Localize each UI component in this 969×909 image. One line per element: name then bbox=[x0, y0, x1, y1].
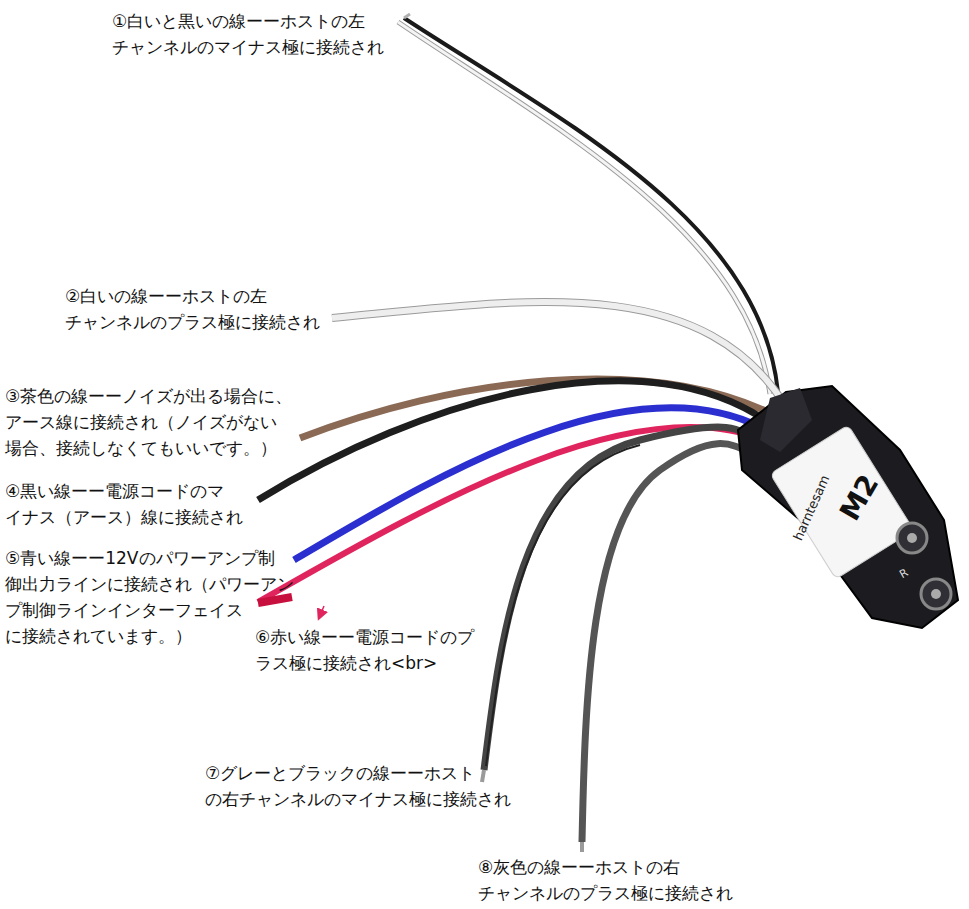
grey-wire bbox=[582, 444, 770, 842]
callout-text: ⑦グレーとブラックの線ーーホスト の右チャンネルのマイナス極に接続され bbox=[205, 760, 517, 812]
callout-text: ②白いの線ーーホストの左 チャンネルのプラス極に接続され bbox=[65, 283, 326, 335]
callout-text: ①白いと黒いの線ーーホストの左 チャンネルのマイナス極に接続され bbox=[112, 8, 390, 60]
rca-jack bbox=[897, 523, 927, 553]
wire-tip bbox=[580, 842, 584, 852]
wire-tip bbox=[482, 770, 484, 782]
device-housing bbox=[738, 386, 958, 628]
black-stripe bbox=[486, 445, 640, 766]
wire-tip bbox=[404, 14, 410, 18]
pointer-arrow bbox=[319, 606, 324, 618]
callout-text: ⑧灰色の線ーーホストの右 チャンネルのプラス極に接続され bbox=[478, 854, 739, 906]
black-wire bbox=[404, 18, 778, 392]
device-sticker bbox=[770, 425, 914, 579]
rca-jack bbox=[921, 579, 951, 609]
red-wire-tip bbox=[258, 597, 292, 603]
rca-pin bbox=[931, 589, 941, 599]
rca-pin bbox=[907, 533, 917, 543]
device-strain-relief bbox=[760, 388, 812, 452]
grey-black-wire bbox=[484, 427, 768, 770]
white-wire bbox=[332, 302, 785, 405]
callout-text: ⑥赤い線ーー電源コードのプ ラス極に接続され<br> bbox=[255, 624, 481, 676]
callout-text: ④黒い線ーー電源コードのマ イナス（アース）線に接続され bbox=[5, 478, 249, 530]
callout-text: ③茶色の線ーーノイズが出る場合に、 アース線に接続され（ノイズがない 場合、接続… bbox=[5, 383, 299, 461]
white-wire-outline bbox=[332, 302, 785, 405]
